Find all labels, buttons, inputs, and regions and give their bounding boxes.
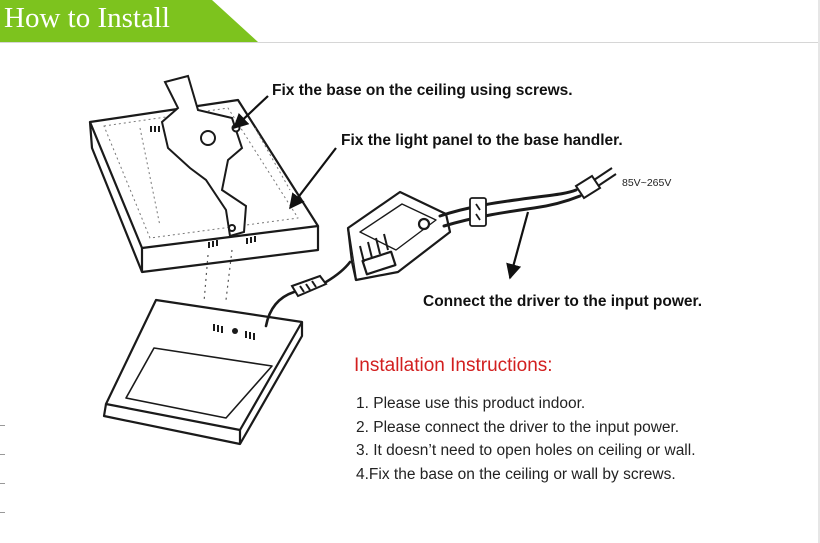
terminal-block xyxy=(469,197,487,227)
voltage-label: 85V~265V xyxy=(622,177,672,189)
callout-arrows xyxy=(232,95,530,280)
instruction-step: 1. Please use this product indoor. xyxy=(356,395,586,412)
arrow-driver xyxy=(506,211,530,280)
panel-indicators xyxy=(213,324,255,340)
right-edge-line xyxy=(818,0,820,543)
callout-driver: Connect the driver to the input power. xyxy=(423,293,703,310)
led-driver xyxy=(346,190,452,282)
cable-connector xyxy=(290,274,328,298)
header-title: How to Install xyxy=(4,2,170,34)
instructions-title: Installation Instructions: xyxy=(354,355,553,376)
instruction-step: 3. It doesn’t need to open holes on ceil… xyxy=(356,442,696,459)
left-edge-ticks xyxy=(0,425,5,543)
alignment-guides xyxy=(203,249,233,303)
instruction-step: 4.Fix the base on the ceiling or wall by… xyxy=(356,465,676,483)
panel-cable xyxy=(264,260,352,328)
callout-base: Fix the base on the ceiling using screws… xyxy=(272,82,573,99)
callout-panel: Fix the light panel to the base handler. xyxy=(341,132,623,149)
power-plug xyxy=(574,167,617,200)
arrow-base xyxy=(232,95,269,130)
driver-fins xyxy=(359,233,389,263)
arrow-panel xyxy=(289,147,337,210)
header-divider xyxy=(0,42,820,43)
light-panel xyxy=(102,298,304,446)
power-cable xyxy=(438,188,582,228)
instruction-steps: 1. Please use this product indoor. 2. Pl… xyxy=(356,392,696,486)
base-vents xyxy=(150,126,256,248)
mounting-bracket xyxy=(160,74,248,238)
header-banner xyxy=(0,0,258,42)
instruction-step: 2. Please connect the driver to the inpu… xyxy=(356,418,680,436)
